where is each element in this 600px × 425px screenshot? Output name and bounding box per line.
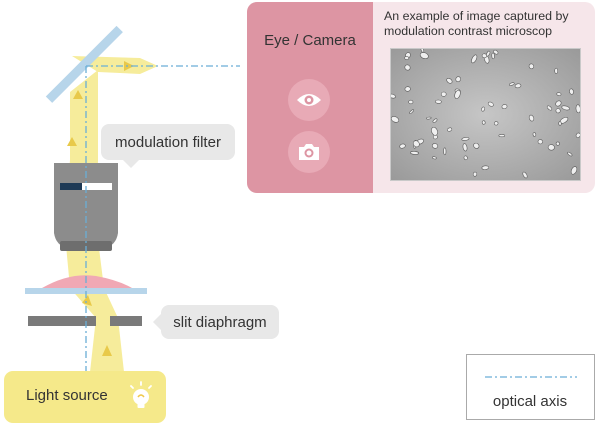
- eye-icon: [288, 79, 330, 121]
- cell-texture: [461, 137, 470, 141]
- slit-diaphragm-right: [110, 316, 142, 326]
- cell-texture: [547, 144, 555, 151]
- cell-texture: [399, 143, 406, 149]
- cell-texture: [410, 151, 420, 155]
- cell-texture: [567, 151, 573, 157]
- light-source-box: Light source: [4, 371, 166, 423]
- cell-texture: [514, 83, 522, 89]
- cell-texture: [391, 116, 400, 123]
- eye-camera-section: Eye / Camera: [247, 2, 373, 193]
- cell-texture: [454, 89, 461, 99]
- cell-texture: [408, 99, 414, 105]
- cell-texture: [455, 76, 461, 83]
- specimen: [42, 275, 132, 288]
- cell-texture: [569, 88, 574, 95]
- cell-texture: [431, 126, 438, 136]
- cell-texture: [404, 56, 410, 60]
- cell-texture: [537, 139, 543, 145]
- cell-texture: [440, 91, 447, 97]
- cell-texture: [481, 120, 486, 125]
- legend-box: optical axis: [466, 354, 595, 420]
- cell-texture: [481, 53, 487, 59]
- example-image-caption: An example of image captured by modulati…: [384, 9, 569, 38]
- cell-texture: [498, 134, 506, 138]
- cell-texture: [509, 82, 515, 86]
- slit-diaphragm-left: [28, 316, 96, 326]
- cell-texture: [494, 121, 499, 126]
- cell-texture: [443, 147, 447, 156]
- modulation-filter-label: modulation filter: [101, 124, 235, 168]
- mirror: [45, 25, 123, 103]
- cell-texture: [556, 92, 562, 96]
- cell-texture: [419, 52, 429, 60]
- camera-icon: [288, 131, 330, 173]
- cell-texture: [481, 165, 490, 170]
- cell-texture: [473, 142, 480, 149]
- cell-texture: [555, 108, 561, 114]
- eye-camera-panel: Eye / Camera An example of image capture…: [247, 2, 595, 193]
- eye-camera-label: Eye / Camera: [264, 32, 356, 49]
- optical-axis-legend-line: [485, 376, 577, 378]
- cell-texture: [420, 49, 424, 53]
- cell-texture: [546, 105, 553, 111]
- cell-texture: [493, 49, 499, 55]
- cell-texture: [555, 100, 562, 107]
- cell-texture: [431, 143, 439, 149]
- cell-texture: [558, 121, 562, 126]
- cell-texture: [532, 132, 537, 137]
- cell-texture: [486, 50, 491, 57]
- cell-texture: [575, 104, 580, 114]
- modulation-filter-clear: [82, 183, 112, 190]
- light-source-label: Light source: [26, 387, 108, 404]
- cell-texture: [575, 132, 580, 138]
- cell-texture: [412, 140, 420, 148]
- cell-texture: [555, 141, 560, 146]
- modulation-filter-dark: [60, 183, 82, 190]
- cell-texture: [432, 156, 437, 160]
- cell-texture: [435, 99, 442, 104]
- cell-texture: [426, 116, 432, 120]
- cell-texture: [528, 114, 535, 122]
- cell-texture: [528, 63, 535, 70]
- cell-texture: [432, 118, 438, 123]
- cell-texture: [404, 64, 411, 71]
- cell-texture: [471, 54, 478, 64]
- cell-texture: [447, 127, 453, 132]
- light-bulb-icon: [126, 381, 156, 418]
- cell-texture: [472, 171, 478, 177]
- cell-texture: [522, 171, 528, 179]
- cell-texture: [404, 86, 411, 92]
- cell-texture: [481, 106, 485, 112]
- cell-texture: [446, 77, 453, 84]
- microscope-example-image: [390, 48, 581, 181]
- cell-texture: [554, 67, 559, 74]
- beam-arrows: [65, 61, 134, 356]
- cell-texture: [487, 101, 494, 107]
- slit-diaphragm-label: slit diaphragm: [153, 305, 279, 339]
- cell-texture: [570, 166, 578, 175]
- cell-texture: [462, 143, 468, 152]
- cell-texture: [463, 155, 468, 161]
- optical-axis-label: optical axis: [492, 393, 568, 410]
- cell-texture: [409, 109, 414, 114]
- cell-texture: [501, 104, 508, 110]
- cell-texture: [561, 105, 570, 111]
- cell-texture: [391, 93, 396, 99]
- cell-texture: [491, 52, 495, 60]
